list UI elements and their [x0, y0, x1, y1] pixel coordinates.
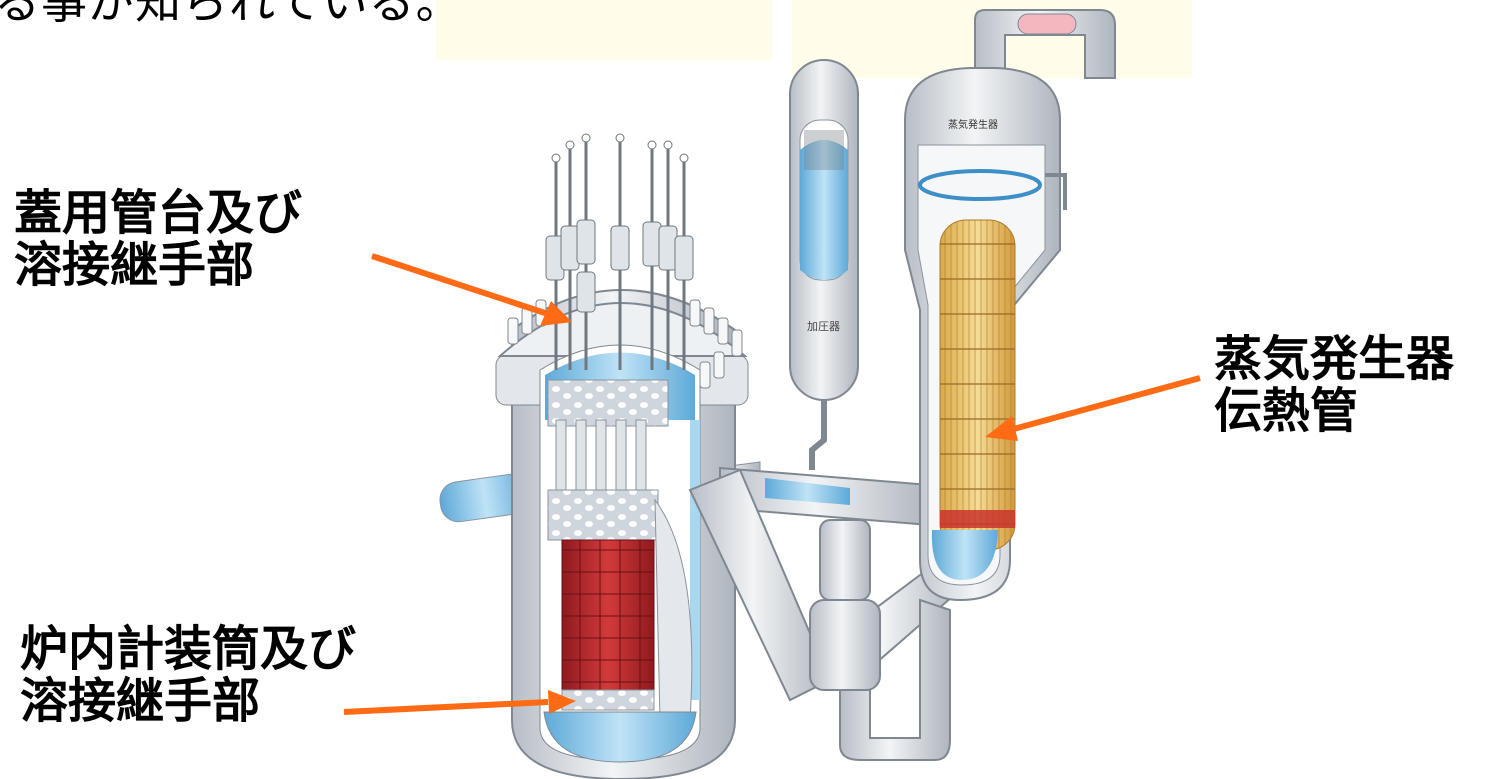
pressurizer-tag: 加圧器: [807, 320, 840, 333]
reactor-vessel: [438, 134, 760, 779]
steam-generator-tag: 蒸気発生器: [948, 118, 998, 131]
steam-generator: 蒸気発生器: [905, 10, 1115, 600]
arrow-steam-generator: [985, 378, 1200, 441]
bg-panel: [436, 0, 772, 60]
pressurizer: 加圧器: [790, 60, 858, 470]
